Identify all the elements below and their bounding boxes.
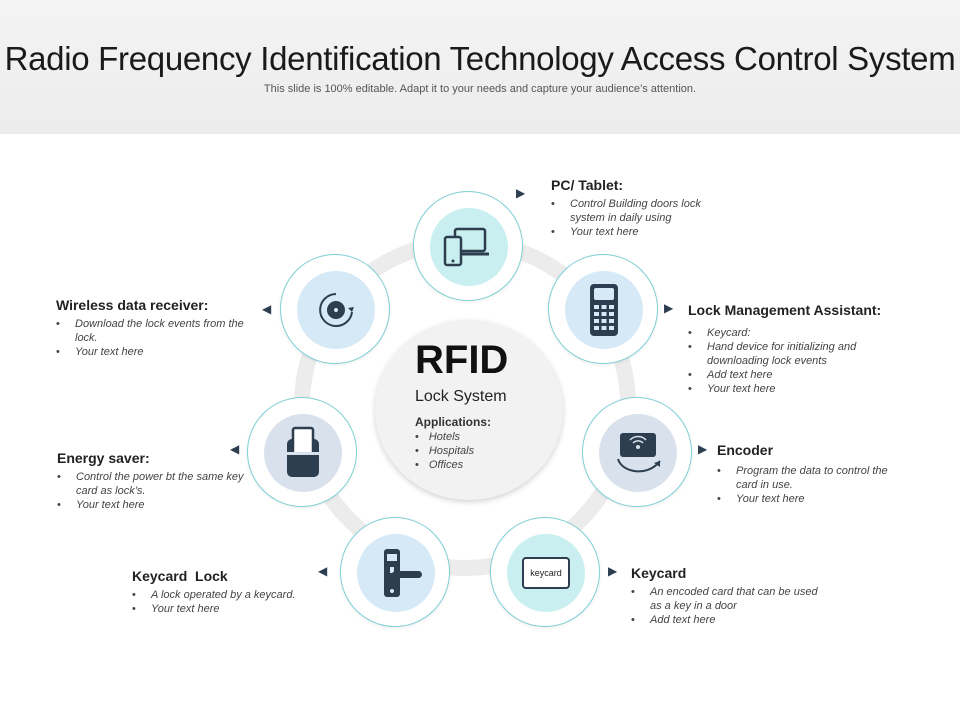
encoder-icon (599, 414, 677, 492)
bullets-wireless: Download the lock events from the lock. … (56, 317, 256, 359)
keycard-icon-label: keycard (530, 568, 562, 578)
bullet-item: Keycard: (688, 326, 908, 340)
bullets-encoder: Program the data to control the card in … (717, 464, 897, 506)
bullet-item: Download the lock events from the lock. (56, 317, 256, 345)
heading-wireless: Wireless data receiver: (56, 297, 209, 313)
receiver-icon (297, 271, 375, 349)
heading-encoder: Encoder (717, 442, 774, 458)
heading-lock-management: Lock Management Assistant: (688, 302, 882, 318)
text-block-wireless: Wireless data receiver: Download the loc… (56, 297, 256, 359)
card-slot-icon (264, 414, 342, 492)
bullet-item: Your text here (56, 345, 256, 359)
bullet-item: Control the power bt the same key card a… (57, 470, 247, 498)
arrow-right-icon: ▶ (664, 301, 674, 315)
bullet-item: Add text here (688, 368, 908, 382)
center-subtitle: Lock System (415, 388, 507, 405)
applications-list: Hotels Hospitals Offices (415, 430, 474, 472)
arrow-right-icon: ▶ (608, 564, 618, 578)
arrow-left-icon: ◀ (262, 302, 272, 316)
bullet-item: Add text here (631, 613, 821, 627)
arrow-right-icon: ▶ (516, 186, 526, 200)
bullets-lock-management: Keycard: Hand device for initializing an… (688, 326, 908, 396)
text-block-pc-tablet: PC/ Tablet: Control Building doors lock … (551, 177, 731, 239)
center-circle: RFID Lock System Applications: Hotels Ho… (375, 320, 563, 500)
node-keycard: keycard (490, 517, 600, 627)
application-item: Offices (415, 458, 474, 472)
bullet-item: Hand device for initializing and downloa… (688, 340, 908, 368)
heading-keycard: Keycard (631, 565, 687, 581)
keycard-icon: keycard (522, 557, 570, 589)
text-block-keycard: Keycard An encoded card that can be used… (631, 565, 821, 627)
bullets-energy-saver: Control the power bt the same key card a… (57, 470, 247, 512)
bullet-item: An encoded card that can be used as a ke… (631, 585, 821, 613)
handheld-device-icon (565, 271, 643, 349)
bullets-keycard-lock: A lock operated by a keycard. Your text … (132, 588, 322, 616)
text-block-encoder: Encoder Program the data to control the … (717, 442, 897, 506)
node-lock-management (548, 254, 658, 364)
pc-tablet-icon (430, 208, 508, 286)
bullet-item: Your text here (717, 492, 897, 506)
node-energy-saver (247, 397, 357, 507)
bullet-item: Program the data to control the card in … (717, 464, 897, 492)
text-block-keycard-lock: Keycard Lock A lock operated by a keycar… (132, 568, 322, 616)
header-band: Radio Frequency Identification Technolog… (0, 0, 960, 134)
bullet-item: Your text here (688, 382, 908, 396)
bullet-item: Your text here (551, 225, 731, 239)
applications-label: Applications: (415, 415, 492, 429)
heading-energy-saver: Energy saver: (57, 450, 150, 466)
center-title: RFID (415, 338, 509, 382)
application-item: Hospitals (415, 444, 474, 458)
bullets-pc-tablet: Control Building doors lock system in da… (551, 197, 731, 239)
arrow-right-icon: ▶ (698, 442, 708, 456)
node-keycard-lock (340, 517, 450, 627)
bullet-item: Control Building doors lock system in da… (551, 197, 731, 225)
text-block-energy-saver: Energy saver: Control the power bt the s… (57, 450, 247, 512)
bullet-item: Your text here (132, 602, 322, 616)
arrow-left-icon: ◀ (318, 564, 328, 578)
bullet-item: A lock operated by a keycard. (132, 588, 322, 602)
text-block-lock-management: Lock Management Assistant: Keycard: Hand… (688, 302, 908, 396)
page-title: Radio Frequency Identification Technolog… (4, 40, 956, 77)
arrow-left-icon: ◀ (230, 442, 240, 456)
heading-pc-tablet: PC/ Tablet: (551, 177, 624, 193)
keycard-icon-wrap: keycard (507, 534, 585, 612)
heading-keycard-lock: Keycard Lock (132, 568, 228, 584)
node-encoder (582, 397, 692, 507)
node-pc-tablet (413, 191, 523, 301)
door-lock-icon (357, 534, 435, 612)
bullet-item: Your text here (57, 498, 247, 512)
application-item: Hotels (415, 430, 474, 444)
node-wireless (280, 254, 390, 364)
bullets-keycard: An encoded card that can be used as a ke… (631, 585, 821, 627)
page-subtitle: This slide is 100% editable. Adapt it to… (263, 83, 697, 95)
